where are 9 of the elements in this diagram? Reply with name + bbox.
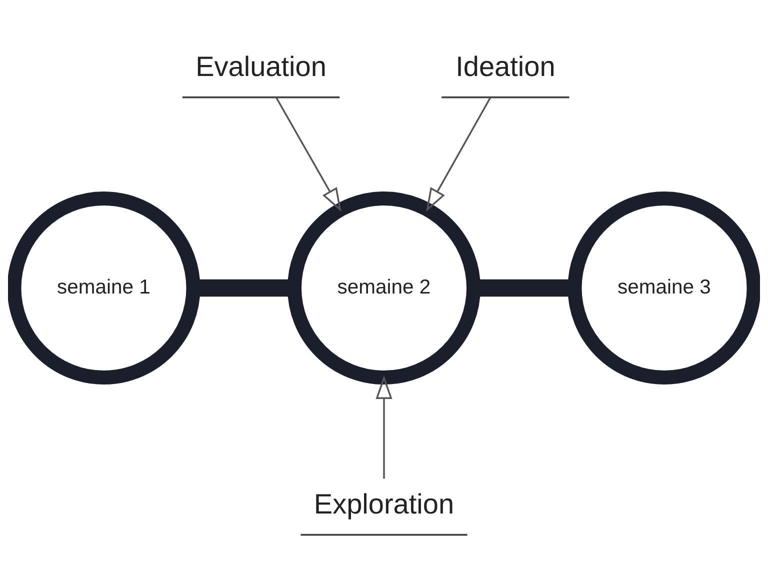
- node-circle: semaine 2: [287, 191, 481, 385]
- node-text: Ideation: [456, 51, 556, 82]
- arrow: [426, 97, 492, 212]
- node-text: Exploration: [314, 488, 454, 520]
- arrow: [376, 375, 392, 479]
- node-text: Evaluation: [196, 51, 326, 82]
- arrow: [276, 97, 342, 212]
- node-circle: semaine 3: [568, 191, 760, 385]
- node-circle: semaine 1: [8, 191, 200, 385]
